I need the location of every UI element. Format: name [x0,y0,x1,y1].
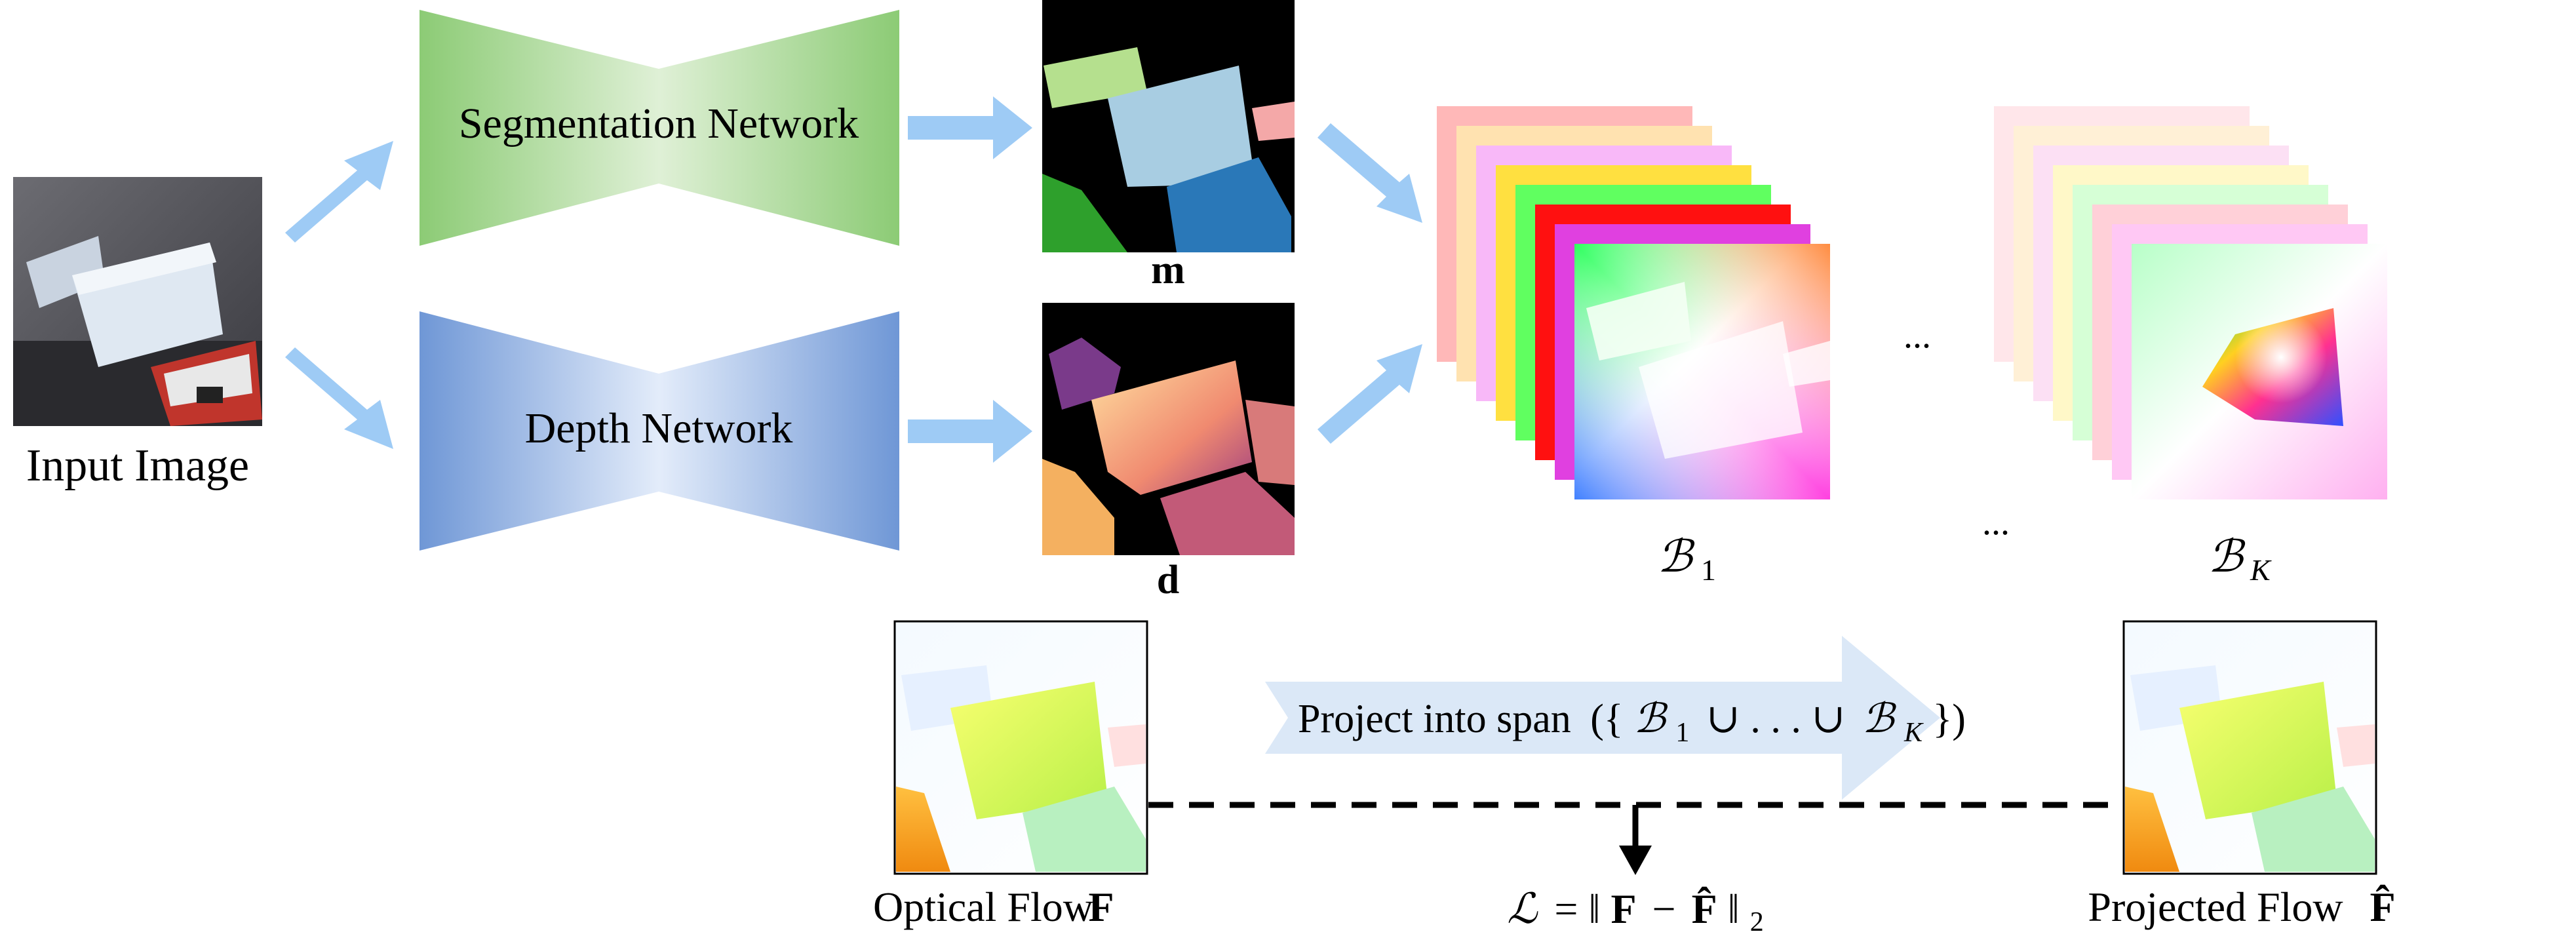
ellipsis-bottom: ... [1982,502,2010,543]
basis-symbol-k: ℬ [2208,532,2246,581]
loss-fhat: F̂ [1692,886,1717,932]
arrow-seg-to-mask [908,96,1032,159]
loss-formula: ℒ = ‖ F − F̂ ‖ 2 [1507,886,1763,936]
projection-b1: ℬ [1633,697,1668,741]
input-image [13,177,262,426]
basis-label-k: ℬ K [2208,532,2272,587]
basis-subscript-1: 1 [1701,553,1716,587]
loss-norm-close: ‖ [1728,886,1740,932]
arrow-input-to-seg [285,141,393,243]
loss-norm-sub: 2 [1750,907,1764,936]
basis-stack-k [1994,106,2387,499]
projected-flow-caption: Projected Flow F̂ [2088,884,2395,930]
arrow-input-to-depth [285,347,393,449]
arrow-depth-to-depthmap [908,400,1032,463]
projection-bk-sub: K [1903,718,1924,748]
projection-open: ({ [1590,697,1623,741]
depth-network-label: Depth Network [525,404,793,452]
input-image-label: Input Image [26,440,249,491]
segmentation-network-shape [420,10,899,246]
projection-prefix: Project into span [1298,697,1571,741]
basis-k-front-flow [2132,244,2387,499]
projected-flow-label: Projected Flow [2088,884,2343,930]
optical-flow-caption: Optical Flow F [873,884,1114,930]
loss-equals: = ‖ [1554,886,1600,932]
projected-flow-symbol: F̂ [2370,884,2395,930]
mask-label: m [1151,248,1185,292]
projected-flow-image [2122,620,2377,875]
projection-b1-sub: 1 [1675,718,1689,748]
segmentation-network-label: Segmentation Network [459,100,859,147]
basis-front-flow [1574,244,1830,499]
arrow-mask-to-bases [1317,123,1422,223]
projection-arrow-shape [1265,636,1940,800]
loss-minus: − [1652,886,1676,932]
segmentation-mask-image [1042,0,1295,252]
loss-down-arrow [1619,805,1652,875]
projection-label: Project into span ({ ℬ 1 ∪ . . . ∪ ℬ K }… [1298,697,1966,751]
optical-flow-image [893,620,1148,875]
optical-flow-symbol: F [1088,884,1114,930]
projection-union: ∪ . . . ∪ [1706,697,1845,741]
projection-close: }) [1933,697,1966,741]
arrow-depth-to-bases [1317,344,1422,444]
ellipsis-top: ... [1903,315,1931,356]
basis-label-1: ℬ 1 [1657,532,1716,587]
optical-flow-label: Optical Flow [873,884,1093,930]
loss-symbol: ℒ [1507,886,1538,932]
depth-map-image [1042,303,1295,555]
basis-stack-1 [1437,106,1830,499]
loss-f: F [1610,886,1636,932]
depth-label: d [1157,558,1179,602]
projection-bk: ℬ [1862,697,1897,741]
depth-network-shape [420,311,899,551]
basis-subscript-k: K [2250,553,2272,587]
basis-symbol-1: ℬ [1657,532,1695,581]
